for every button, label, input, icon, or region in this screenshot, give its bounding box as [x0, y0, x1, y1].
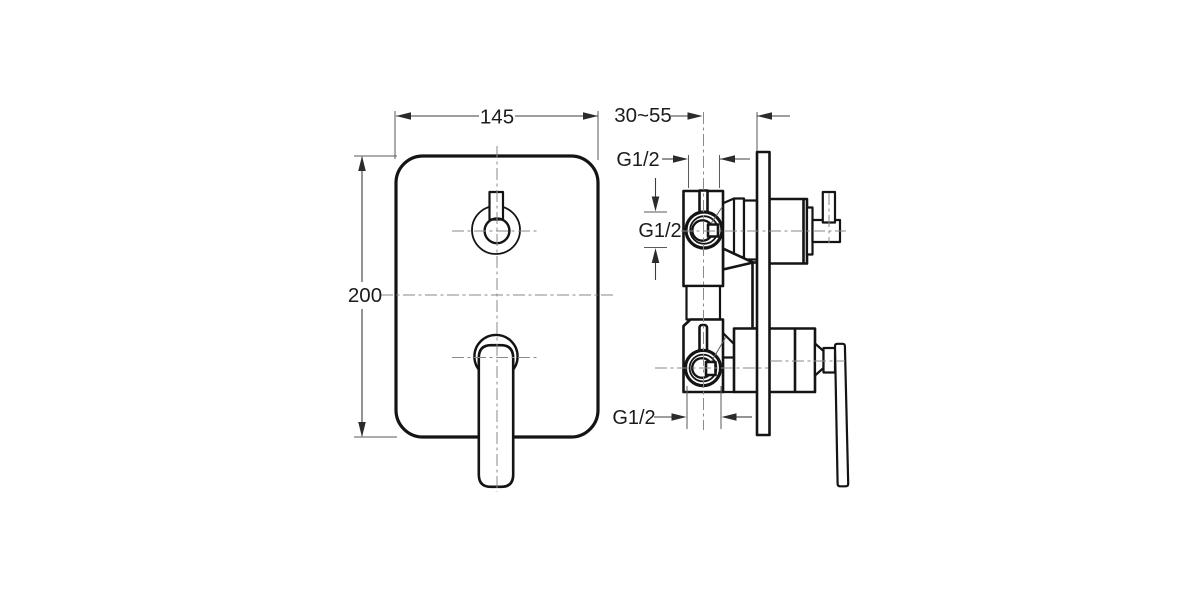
top-leader-line	[710, 206, 723, 224]
dim-side-port-thread: G1/2	[638, 178, 682, 280]
dim-plate-width: 145	[394, 106, 599, 160]
bottom-stem	[822, 346, 837, 374]
bottom-cartridge-cone	[813, 342, 825, 377]
mixer-lever	[473, 333, 519, 489]
bottom-cartridge	[732, 327, 817, 394]
bottom-brace-line	[721, 331, 735, 345]
side-view	[682, 150, 850, 488]
plate-height-label: 200	[348, 284, 382, 307]
centerlines	[381, 112, 846, 492]
dim-install-depth: 30~55	[614, 104, 790, 151]
top-cartridge-collar-a	[732, 197, 746, 259]
dim-bottom-outlet-thread: G1/2	[612, 386, 752, 429]
side-lever-handle	[833, 342, 850, 488]
side-port-thread-label: G1/2	[638, 220, 681, 242]
bottom-outlet-thread-label: G1/2	[612, 407, 655, 429]
wall-plate-side	[755, 150, 771, 437]
top-cartridge-collar-b	[742, 199, 759, 261]
plate-width-label: 145	[480, 106, 514, 129]
install-depth-label: 30~55	[614, 104, 672, 127]
bottom-leader-line	[711, 337, 726, 362]
top-brace-line	[722, 197, 735, 205]
dim-top-inlet-thread: G1/2	[616, 149, 750, 188]
dimensions: 145 200 30~55 G	[348, 104, 790, 438]
lever-handle	[477, 343, 515, 489]
top-inlet-thread-label: G1/2	[616, 149, 659, 171]
diverter-tab	[488, 190, 505, 221]
dim-plate-height: 200	[348, 155, 397, 438]
